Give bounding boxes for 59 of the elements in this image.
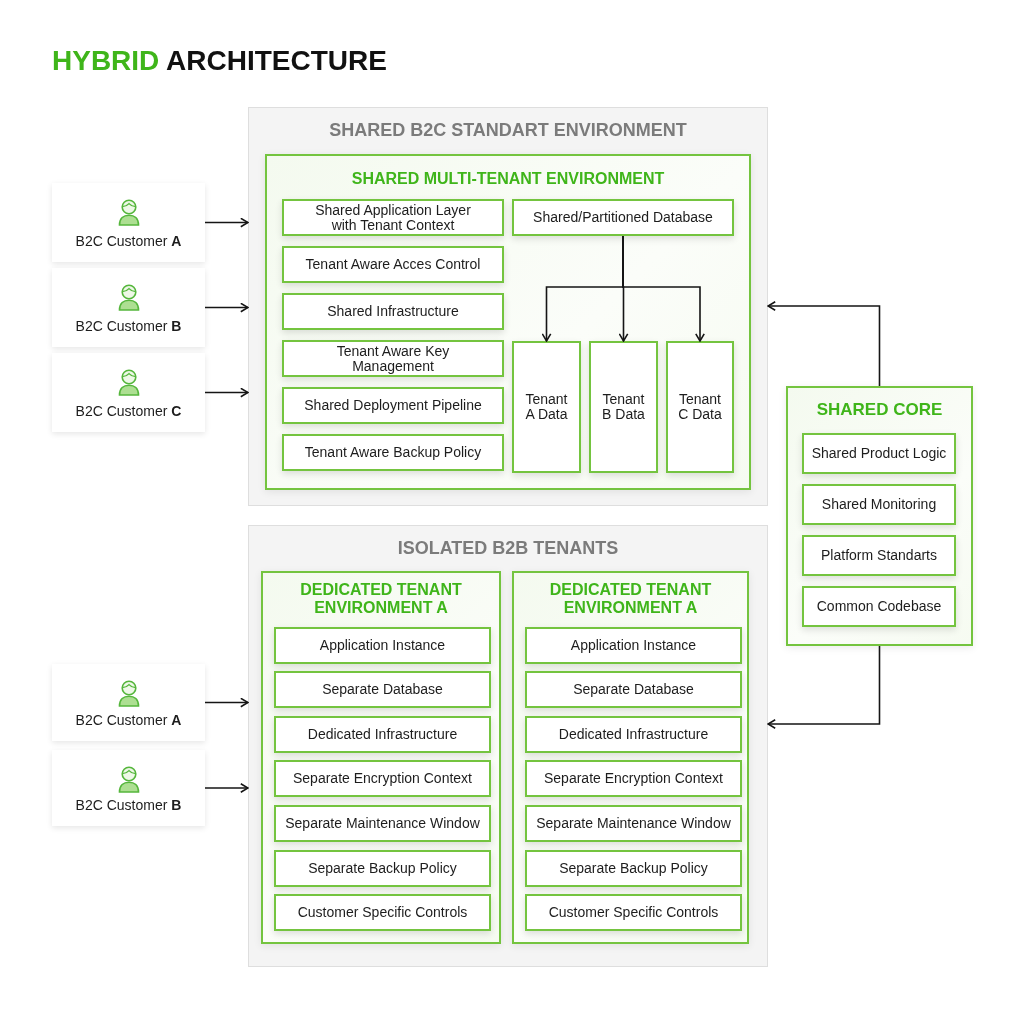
group-heading: DEDICATED TENANT ENVIRONMENT A bbox=[299, 581, 463, 617]
customer-card bbox=[52, 183, 205, 262]
customer-label: B2C Customer B bbox=[75, 797, 182, 813]
panel-heading: ISOLATED B2B TENANTS bbox=[397, 538, 619, 558]
environment-group bbox=[512, 571, 749, 944]
component-box: Separate Encryption Context bbox=[274, 760, 491, 797]
component-box: Tenant C Data bbox=[666, 341, 734, 473]
customer-card bbox=[52, 353, 205, 432]
component-box: Tenant A Data bbox=[512, 341, 581, 473]
component-box: Platform Standarts bbox=[802, 535, 956, 576]
component-box: Shared Deployment Pipeline bbox=[282, 387, 504, 424]
component-box: Shared Application Layer with Tenant Context bbox=[282, 199, 504, 236]
environment-group bbox=[265, 154, 751, 490]
component-box: Tenant Aware Backup Policy bbox=[282, 434, 504, 471]
environment-panel bbox=[248, 107, 768, 506]
arrow bbox=[767, 645, 881, 729]
component-box: Tenant Aware Key Management bbox=[282, 340, 504, 377]
environment-group bbox=[786, 386, 973, 646]
component-box: Dedicated Infrastructure bbox=[274, 716, 491, 753]
component-box: Application Instance bbox=[525, 627, 742, 664]
customer-card bbox=[52, 664, 205, 741]
group-heading: DEDICATED TENANT ENVIRONMENT A bbox=[548, 581, 713, 617]
component-box: Separate Backup Policy bbox=[525, 850, 742, 887]
arrow bbox=[767, 301, 881, 387]
arrow bbox=[204, 387, 249, 398]
environment-panel bbox=[248, 525, 768, 967]
environment-group bbox=[261, 571, 501, 944]
component-box: Customer Specific Controls bbox=[525, 894, 742, 931]
component-box: Separate Maintenance Window bbox=[525, 805, 742, 842]
component-box: Separate Maintenance Window bbox=[274, 805, 491, 842]
component-box: Separate Backup Policy bbox=[274, 850, 491, 887]
component-box: Tenant Aware Acces Control bbox=[282, 246, 504, 283]
component-box: Shared Product Logic bbox=[802, 433, 956, 474]
component-box: Shared Infrastructure bbox=[282, 293, 504, 330]
arrow bbox=[204, 783, 249, 793]
component-box: Shared Monitoring bbox=[802, 484, 956, 525]
customer-card bbox=[52, 750, 205, 826]
group-heading: SHARED MULTI-TENANT ENVIRONMENT bbox=[351, 170, 665, 188]
customer-label: B2C Customer A bbox=[75, 233, 182, 249]
arrow bbox=[204, 217, 249, 228]
component-box: Separate Database bbox=[274, 671, 491, 708]
component-box: Tenant B Data bbox=[589, 341, 658, 473]
customer-card bbox=[52, 268, 205, 347]
customer-label: B2C Customer C bbox=[75, 403, 182, 419]
arrow bbox=[204, 697, 249, 708]
component-box: Common Codebase bbox=[802, 586, 956, 627]
group-heading: SHARED CORE bbox=[816, 401, 943, 419]
component-box: Shared/Partitioned Database bbox=[512, 199, 734, 236]
component-box: Customer Specific Controls bbox=[274, 894, 491, 931]
arrow bbox=[204, 302, 249, 313]
panel-heading: SHARED B2C STANDART ENVIRONMENT bbox=[329, 120, 687, 140]
component-box: Separate Database bbox=[525, 671, 742, 708]
component-box: Separate Encryption Context bbox=[525, 760, 742, 797]
customer-label: B2C Customer A bbox=[75, 712, 182, 728]
component-box: Dedicated Infrastructure bbox=[525, 716, 742, 753]
title: HYBRID ARCHITECTURE bbox=[52, 45, 387, 77]
arrow bbox=[622, 235, 705, 342]
component-box: Application Instance bbox=[274, 627, 491, 664]
customer-label: B2C Customer B bbox=[75, 318, 182, 334]
